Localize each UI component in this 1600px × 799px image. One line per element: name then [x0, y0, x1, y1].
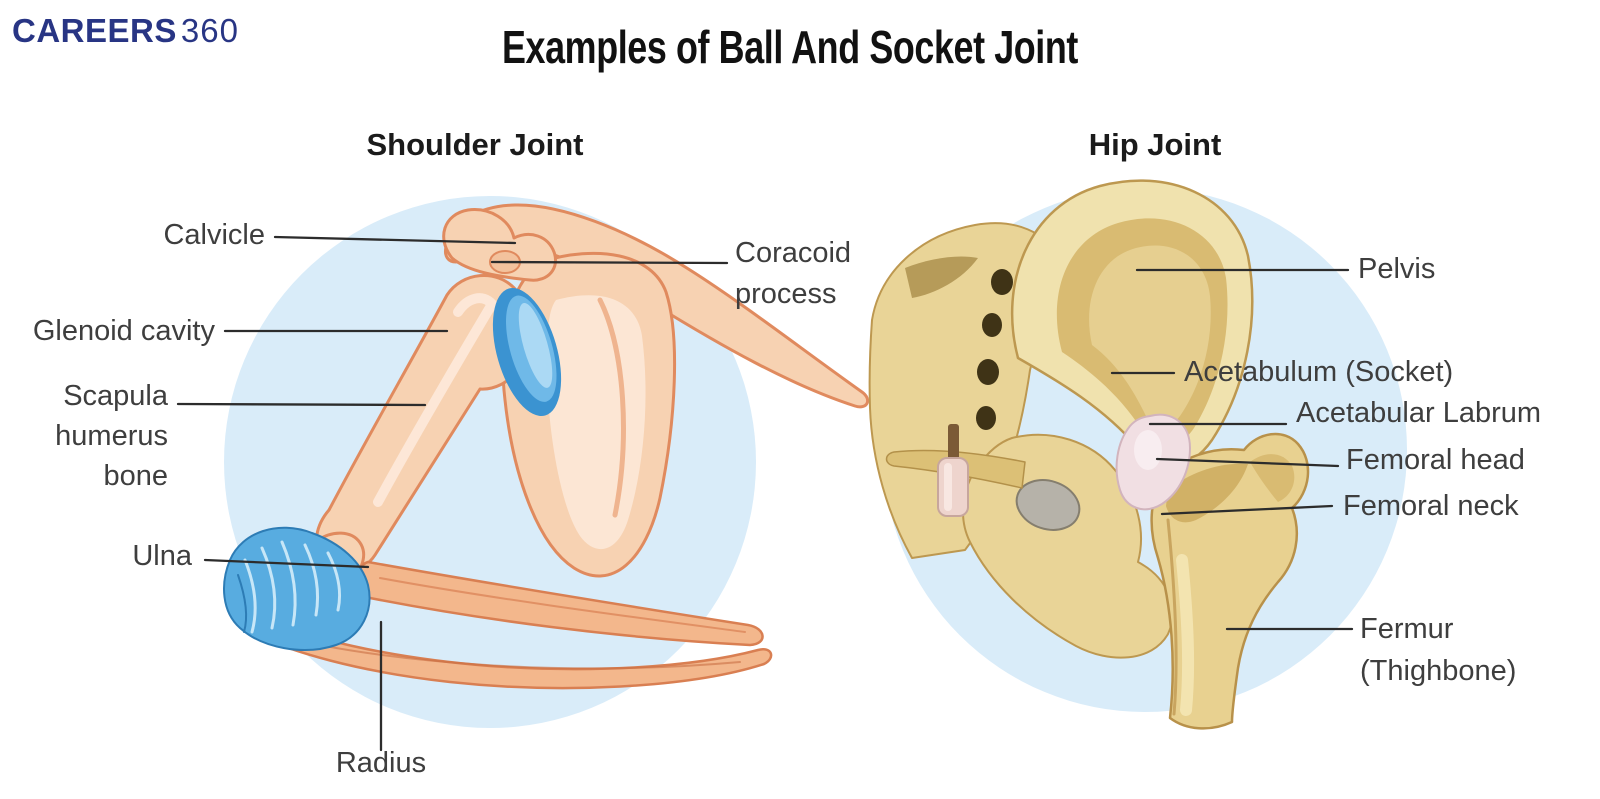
- label-calvicle: Calvicle: [163, 219, 265, 251]
- label-radius: Radius: [335, 747, 427, 779]
- logo-text-360: 360: [180, 12, 239, 49]
- logo-text-careers: CAREERS: [12, 12, 177, 49]
- forearm-shadow-line: [379, 577, 746, 633]
- shoulder-joint-illustration: [223, 196, 870, 728]
- elbow-capsule-joint: [223, 526, 371, 651]
- leader-lines: [176, 235, 1354, 752]
- scapula-ridge-shadow: [597, 297, 626, 518]
- trochanter-shade: [1250, 454, 1295, 502]
- label-acetabulum-socket: Acetabulum (Socket): [1184, 356, 1454, 388]
- elbow-capsule-darkline: [237, 574, 247, 633]
- leader-femoral-head: [1155, 457, 1340, 468]
- hip-joint-illustration: [868, 179, 1407, 730]
- pin-cylinder: [937, 457, 969, 517]
- leader-femoral-neck: [1160, 504, 1334, 516]
- label-glenoid-cavity: Glenoid cavity: [32, 315, 215, 347]
- labrum-highlight: [1134, 430, 1162, 470]
- label-femoral-neck: Femoral neck: [1343, 490, 1519, 522]
- femoral-neck-shadow: [1166, 463, 1248, 523]
- page-title: Examples of Ball And Socket Joint: [502, 21, 1078, 73]
- shoulder-joint-heading: Shoulder Joint: [366, 127, 584, 162]
- leader-calvicle: [273, 235, 517, 245]
- label-ulna: Ulna: [132, 540, 192, 572]
- leader-scapula-humerus: [176, 402, 427, 407]
- shoulder-capsule-joint: [492, 288, 562, 416]
- leader-ulna: [203, 558, 370, 569]
- elbow-capsule-striations: [243, 540, 342, 634]
- leader-coracoid-process: [490, 260, 729, 265]
- label-pelvis: Pelvis: [1358, 253, 1436, 285]
- humerus-highlight: [373, 293, 497, 507]
- label-femur-thighbone: Fermur (Thighbone): [1360, 613, 1517, 687]
- capsule-inner: [518, 302, 553, 388]
- sacral-foramina-holes: [976, 269, 1013, 430]
- ilium-inner-face: [1089, 245, 1211, 427]
- sacrum-shadow-wedge: [905, 256, 978, 298]
- hip-joint-heading: Hip Joint: [1088, 127, 1222, 162]
- femur-shaft-edge: [1166, 518, 1178, 716]
- label-femoral-head: Femoral head: [1346, 444, 1525, 476]
- obturator-foramen-hole: [1015, 479, 1081, 531]
- pin-cylinder-highlight: [944, 463, 952, 511]
- label-coracoid-process: Coracoid process: [735, 237, 852, 310]
- femur-shaft-highlight: [1176, 554, 1195, 716]
- label-scapula-humerus-bone: Scapula humerus bone: [55, 380, 168, 492]
- label-acetabular-labrum: Acetabular Labrum: [1296, 397, 1542, 429]
